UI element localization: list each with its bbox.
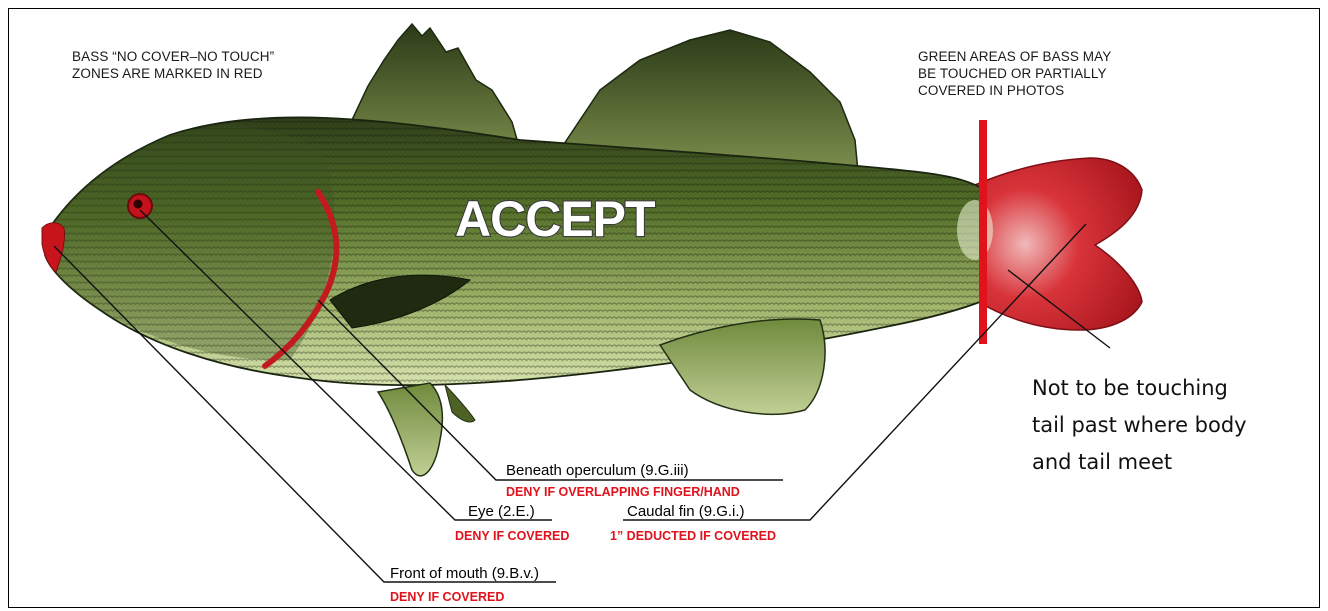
tail-note: Not to be touching tail past where body … [1032, 370, 1247, 481]
caudal-rule: 1” DEDUCTED IF COVERED [610, 529, 776, 543]
tail-note-line: tail past where body [1032, 407, 1247, 444]
operculum-label: Beneath operculum (9.G.iii) [506, 462, 689, 479]
top-left-note: BASS “NO COVER–NO TOUCH” ZONES ARE MARKE… [72, 48, 274, 82]
tail-note-line: Not to be touching [1032, 370, 1247, 407]
top-right-note-line: GREEN AREAS OF BASS MAY [918, 48, 1111, 65]
eye-rule: DENY IF COVERED [455, 529, 569, 543]
top-left-note-line: ZONES ARE MARKED IN RED [72, 65, 274, 82]
tail-boundary-bar [979, 120, 987, 344]
top-right-note-line: BE TOUCHED OR PARTIALLY [918, 65, 1111, 82]
caudal-label: Caudal fin (9.G.i.) [627, 503, 745, 520]
mouth-label: Front of mouth (9.B.v.) [390, 565, 539, 582]
operculum-rule: DENY IF OVERLAPPING FINGER/HAND [506, 485, 740, 499]
top-right-note: GREEN AREAS OF BASS MAY BE TOUCHED OR PA… [918, 48, 1111, 99]
caudal-fin-red-zone [975, 158, 1142, 330]
eye-label: Eye (2.E.) [468, 503, 535, 520]
mouth-rule: DENY IF COVERED [390, 590, 504, 604]
accept-label: ACCEPT [455, 191, 655, 247]
pelvic-fin [378, 383, 442, 476]
top-right-note-line: COVERED IN PHOTOS [918, 82, 1111, 99]
fish-head [45, 127, 335, 361]
tail-note-line: and tail meet [1032, 444, 1247, 481]
top-left-note-line: BASS “NO COVER–NO TOUCH” [72, 48, 274, 65]
